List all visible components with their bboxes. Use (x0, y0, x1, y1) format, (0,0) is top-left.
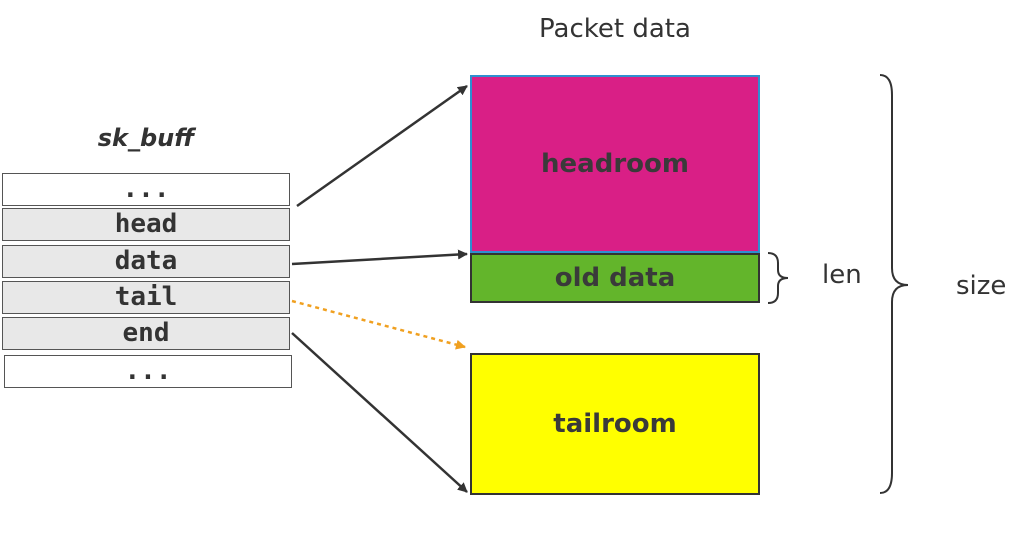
size-label: size (956, 271, 1007, 301)
len-brace (767, 252, 789, 304)
field-ellipsis-top: ... (2, 173, 290, 206)
struct-name: sk_buff (97, 124, 195, 152)
field-end: end (2, 317, 290, 350)
old-data-block: old data (470, 253, 760, 303)
diagram-title: Packet data (539, 14, 691, 44)
field-head: head (2, 208, 290, 241)
field-data: data (2, 245, 290, 278)
tail-arrow (291, 299, 466, 350)
data-arrow (291, 249, 468, 266)
headroom-block: headroom (470, 75, 760, 253)
head-arrow (296, 84, 468, 208)
tailroom-label: tailroom (553, 409, 677, 439)
size-brace (879, 74, 909, 494)
end-arrow (291, 332, 468, 493)
field-tail: tail (2, 281, 290, 314)
field-ellipsis-bottom: ... (4, 355, 292, 388)
old-data-label: old data (554, 263, 676, 293)
tailroom-block: tailroom (470, 353, 760, 495)
len-label: len (822, 260, 862, 290)
headroom-label: headroom (541, 149, 689, 179)
